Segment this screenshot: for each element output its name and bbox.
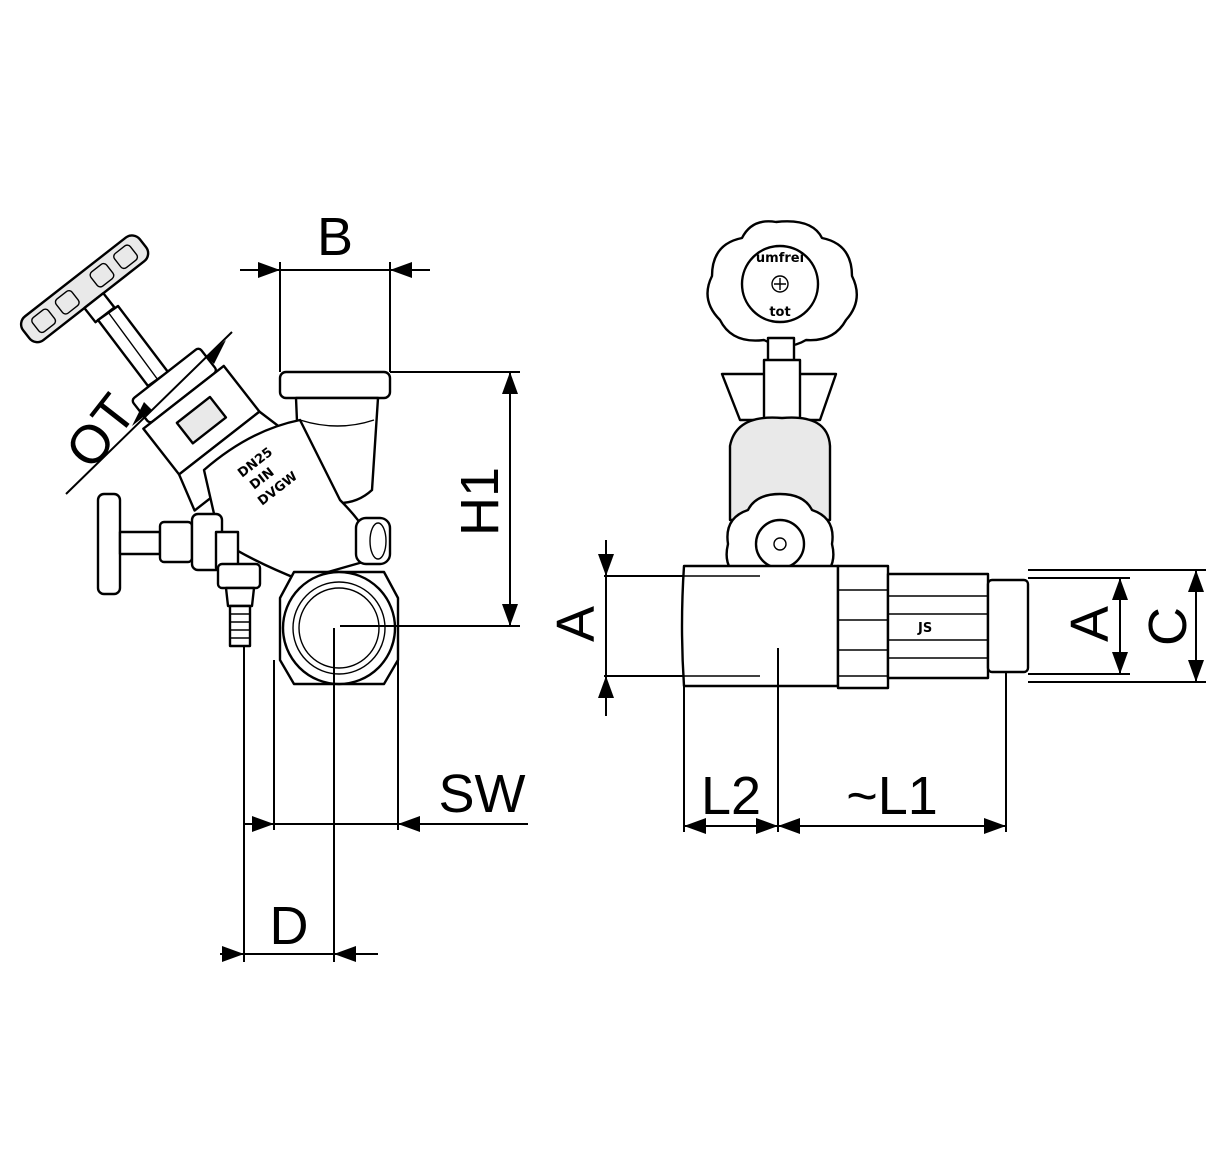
side-boss bbox=[354, 516, 392, 566]
dimension-l1: ~L1 bbox=[778, 672, 1007, 834]
drain-valve bbox=[96, 492, 240, 596]
top-handwheel: umfrei tot bbox=[706, 220, 858, 348]
valve-stem bbox=[96, 304, 170, 388]
tube-logo: JS bbox=[917, 621, 932, 636]
main-handwheel bbox=[19, 234, 150, 344]
connection-tube: JS bbox=[886, 572, 1030, 680]
dimension-label-d: D bbox=[270, 896, 309, 956]
right-body bbox=[728, 416, 832, 522]
dimension-label-b: B bbox=[317, 207, 353, 267]
top-handwheel-text-2: tot bbox=[769, 305, 790, 320]
dimension-label-a-right: A bbox=[1060, 606, 1120, 642]
dimension-a-right: A bbox=[1028, 577, 1130, 675]
drain-nozzle bbox=[216, 562, 262, 648]
right-union-nut bbox=[836, 564, 890, 690]
dimension-c: C bbox=[1028, 569, 1206, 683]
dimension-label-a-left: A bbox=[546, 606, 606, 642]
dimension-a-left: A bbox=[546, 540, 684, 716]
right-view: umfrei tot bbox=[546, 220, 1206, 834]
left-view: DN25 DIN DVGW bbox=[19, 207, 528, 962]
dimension-l2: L2 bbox=[683, 648, 779, 834]
dimension-h1: H1 bbox=[340, 371, 520, 627]
dimension-label-c: C bbox=[1138, 607, 1198, 646]
dimension-label-sw: SW bbox=[439, 764, 526, 824]
union-nut bbox=[278, 570, 400, 686]
top-handwheel-text: umfrei bbox=[756, 251, 804, 266]
pipe-socket bbox=[680, 564, 840, 688]
dimension-b: B bbox=[240, 207, 430, 372]
dimension-label-l1: ~L1 bbox=[846, 766, 938, 826]
dimension-d: D bbox=[220, 628, 378, 962]
dimension-label-h1: H1 bbox=[450, 467, 510, 536]
dimension-sw: SW bbox=[244, 660, 528, 832]
dimension-label-l2: L2 bbox=[701, 766, 761, 826]
